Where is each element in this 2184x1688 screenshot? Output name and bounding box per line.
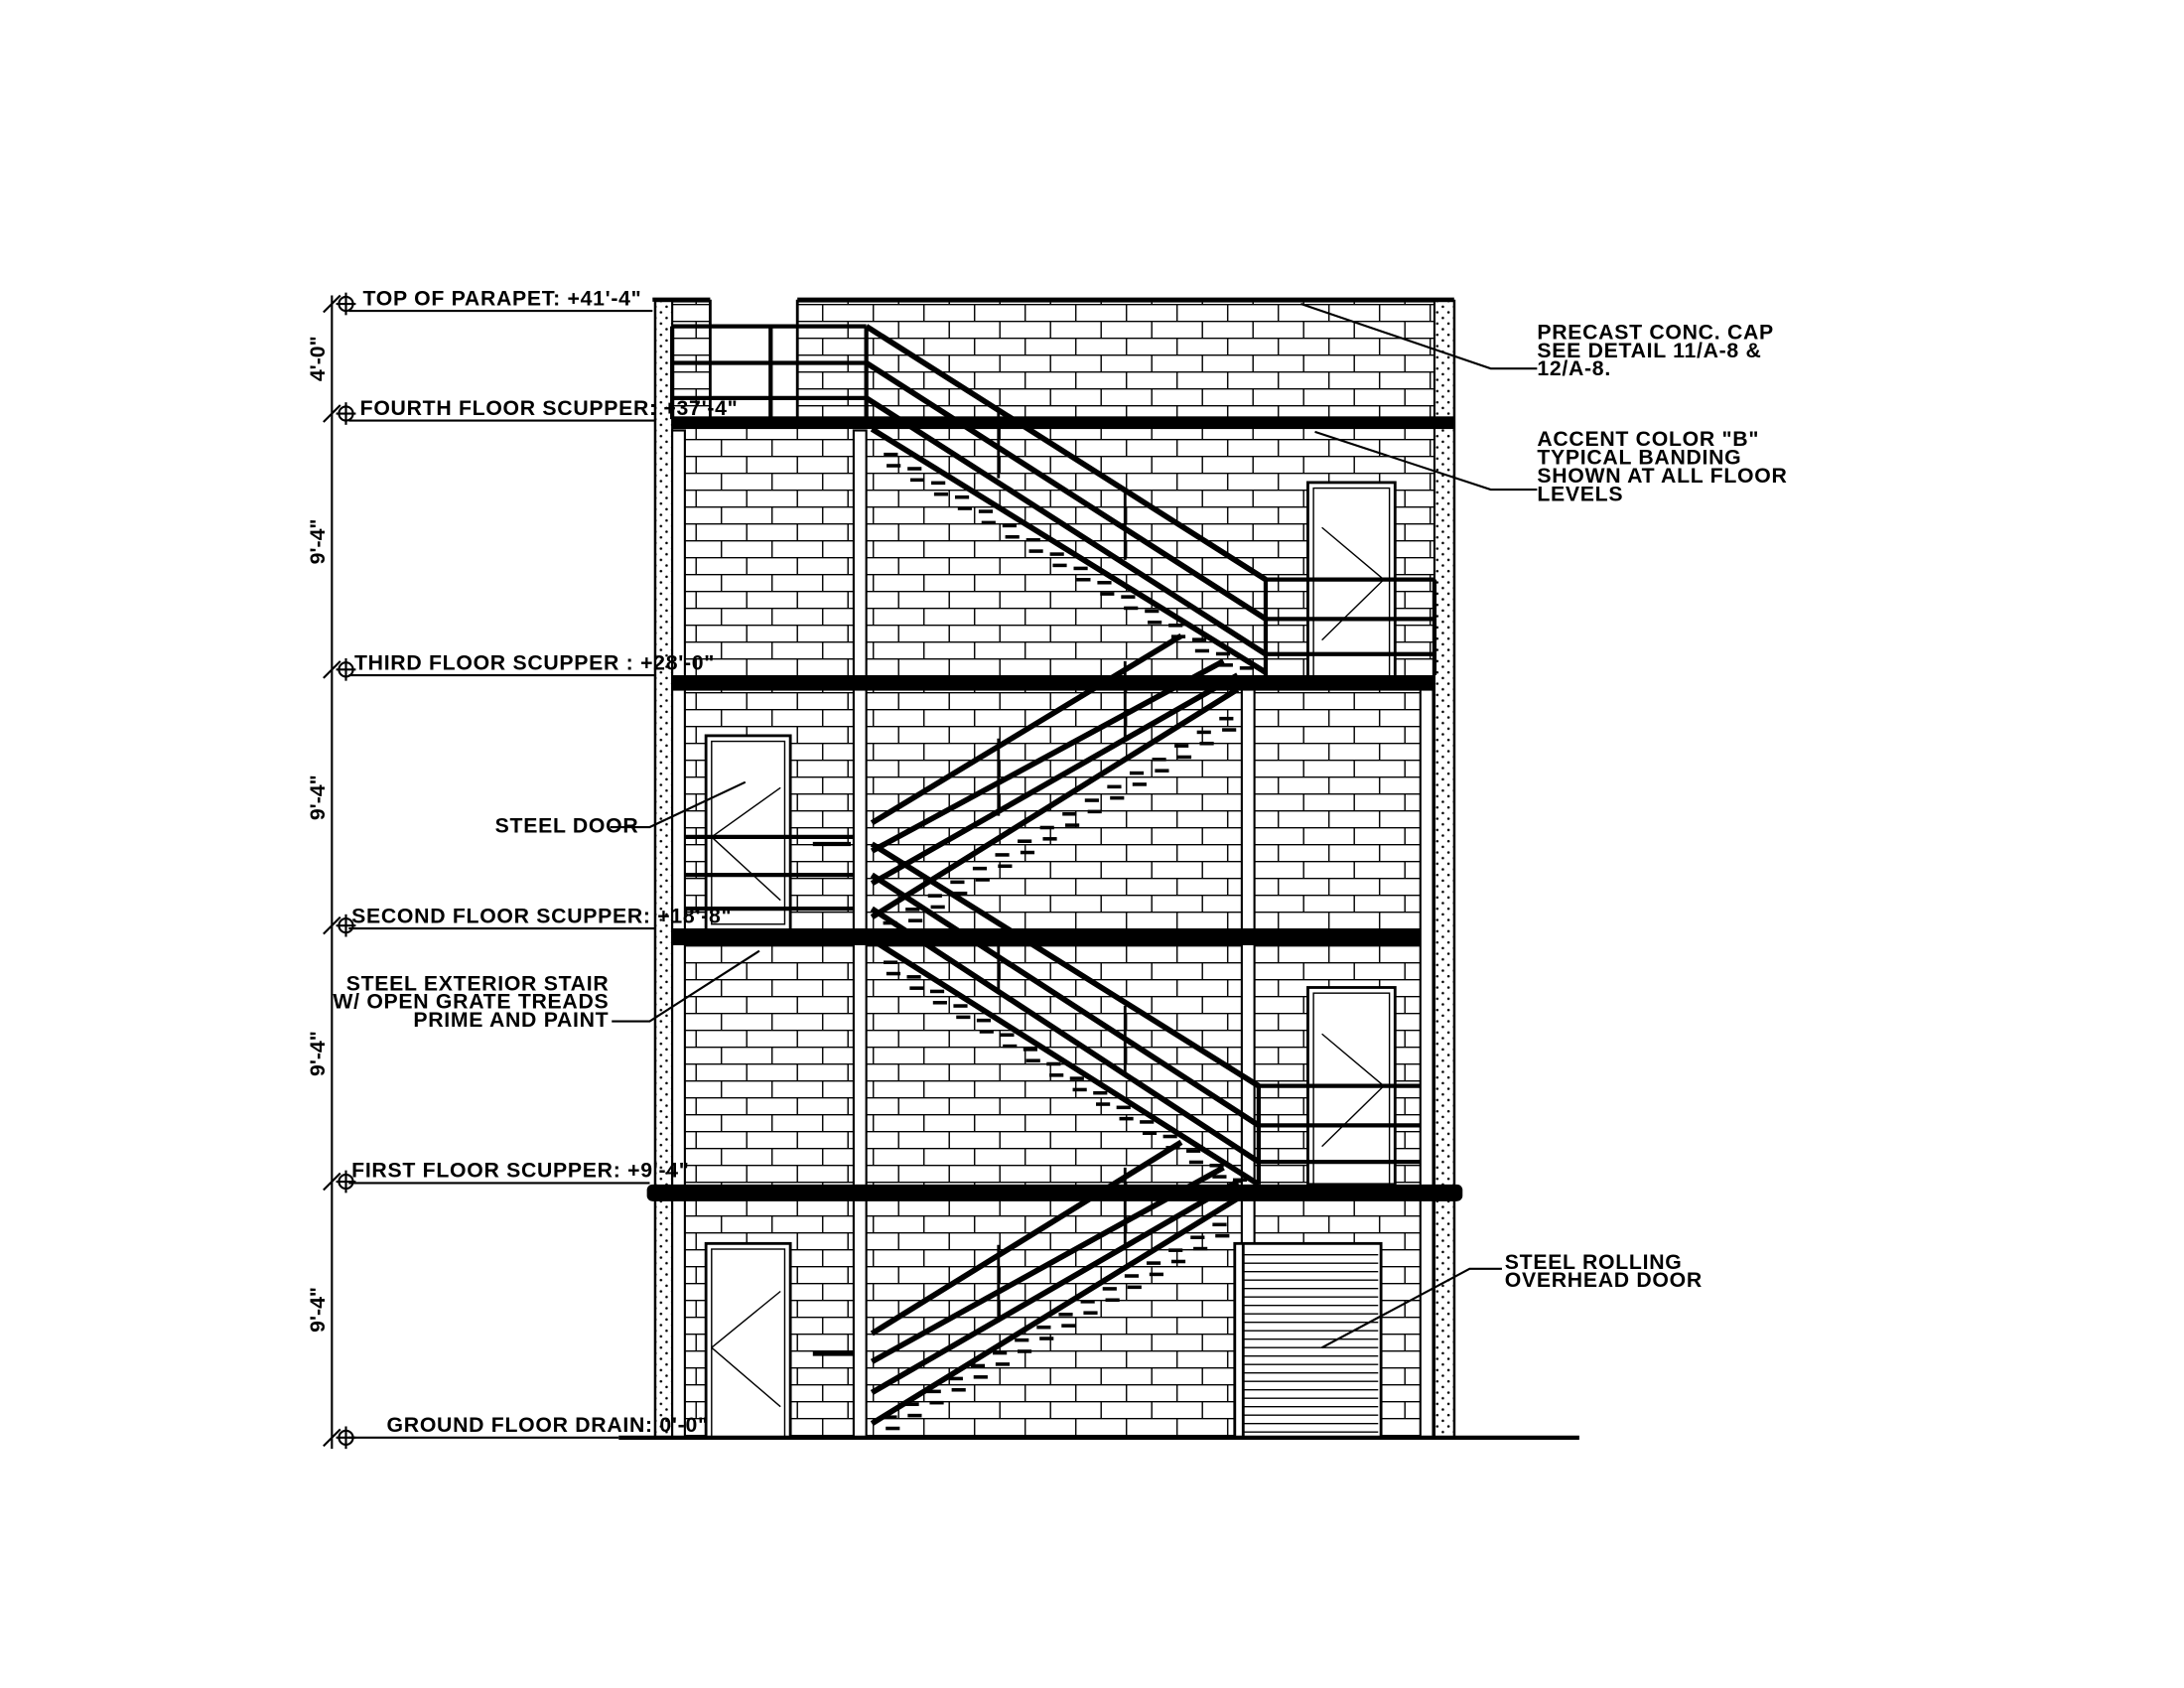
svg-text:TYPICAL BANDING: TYPICAL BANDING <box>1537 445 1741 469</box>
level-marker-third-floor-scupper <box>323 657 356 681</box>
stair-flight-2 <box>870 841 1261 1188</box>
svg-text:ACCENT COLOR "B": ACCENT COLOR "B" <box>1537 427 1759 451</box>
dimension-label: 4'-0" <box>306 336 330 381</box>
dimension-label: 9'-4" <box>306 774 330 820</box>
level-marker-first-floor-scupper <box>323 1170 356 1194</box>
svg-text:PRIME AND PAINT: PRIME AND PAINT <box>413 1008 609 1032</box>
steel-door-ground-floor <box>704 1241 792 1440</box>
level-label-third-floor-scupper: THIRD FLOOR SCUPPER : +28'-0" <box>354 650 715 674</box>
dimension-label: 9'-4" <box>306 1031 330 1076</box>
svg-text:STEEL DOOR: STEEL DOOR <box>495 814 639 838</box>
note-rolling-door: STEEL ROLLING OVERHEAD DOOR <box>1321 1250 1703 1349</box>
level-markers <box>323 292 356 1450</box>
svg-text:12/A-8.: 12/A-8. <box>1537 356 1611 380</box>
level-label-fourth-floor-scupper: FOURTH FLOOR SCUPPER: +37'-4" <box>360 396 739 420</box>
level-label-ground-floor-drain: GROUND FLOOR DRAIN: 0'-0" <box>387 1413 709 1437</box>
stair-flight-4 <box>865 324 1268 675</box>
level-label-first-floor-scupper: FIRST FLOOR SCUPPER: +9'-4" <box>351 1159 689 1183</box>
note-accent-color: ACCENT COLOR "B" TYPICAL BANDING SHOWN A… <box>1314 427 1787 505</box>
note-precast-cap: PRECAST CONC. CAP SEE DETAIL 11/A-8 & 12… <box>1300 302 1774 380</box>
landing-guardrail-second <box>684 834 854 912</box>
level-label-top-of-parapet: TOP OF PARAPET: +41'-4" <box>362 286 641 310</box>
accent-band-2 <box>672 928 1421 945</box>
level-marker-second-floor-scupper <box>323 914 356 937</box>
landing-guardrail-third <box>1263 577 1437 675</box>
svg-text:SEE DETAIL 11/A-8 &: SEE DETAIL 11/A-8 & <box>1537 339 1761 362</box>
steel-rolling-overhead-door <box>1233 1241 1383 1440</box>
stair-flight-1 <box>870 1139 1240 1427</box>
steel-door-second-floor <box>704 734 792 931</box>
svg-text:OVERHEAD DOOR: OVERHEAD DOOR <box>1505 1268 1703 1292</box>
building <box>618 292 1579 1440</box>
svg-text:STEEL EXTERIOR STAIR: STEEL EXTERIOR STAIR <box>346 971 610 995</box>
dimension-labels: 4'-0" 9'-4" 9'-4" 9'-4" 9'-4" <box>306 336 330 1332</box>
svg-text:STEEL ROLLING: STEEL ROLLING <box>1505 1250 1683 1274</box>
note-steel-door: STEEL DOOR <box>495 780 747 838</box>
note-exterior-stair: STEEL EXTERIOR STAIR W/ OPEN GRATE TREAD… <box>333 949 760 1032</box>
dimension-label: 9'-4" <box>306 519 330 565</box>
svg-text:SHOWN AT ALL FLOOR: SHOWN AT ALL FLOOR <box>1537 464 1787 488</box>
left-pier <box>654 300 674 1439</box>
svg-text:PRECAST CONC. CAP: PRECAST CONC. CAP <box>1537 320 1774 344</box>
right-bay-post-right <box>1419 682 1434 1439</box>
landing-guardrail-first <box>1256 1083 1421 1185</box>
level-marker-fourth-floor-scupper <box>323 402 356 425</box>
exterior-stair <box>865 324 1268 1431</box>
level-leaders <box>348 310 656 1439</box>
level-marker-top-of-parapet <box>323 292 356 316</box>
accent-band-1 <box>646 1184 1463 1201</box>
svg-text:W/ OPEN GRATE TREADS: W/ OPEN GRATE TREADS <box>333 990 609 1014</box>
level-label-second-floor-scupper: SECOND FLOOR SCUPPER: +18'-8" <box>351 904 732 927</box>
roof-guardrail <box>670 324 869 420</box>
accent-band-4 <box>672 416 1454 430</box>
dimension-label: 9'-4" <box>306 1287 330 1333</box>
svg-text:LEVELS: LEVELS <box>1537 482 1623 505</box>
